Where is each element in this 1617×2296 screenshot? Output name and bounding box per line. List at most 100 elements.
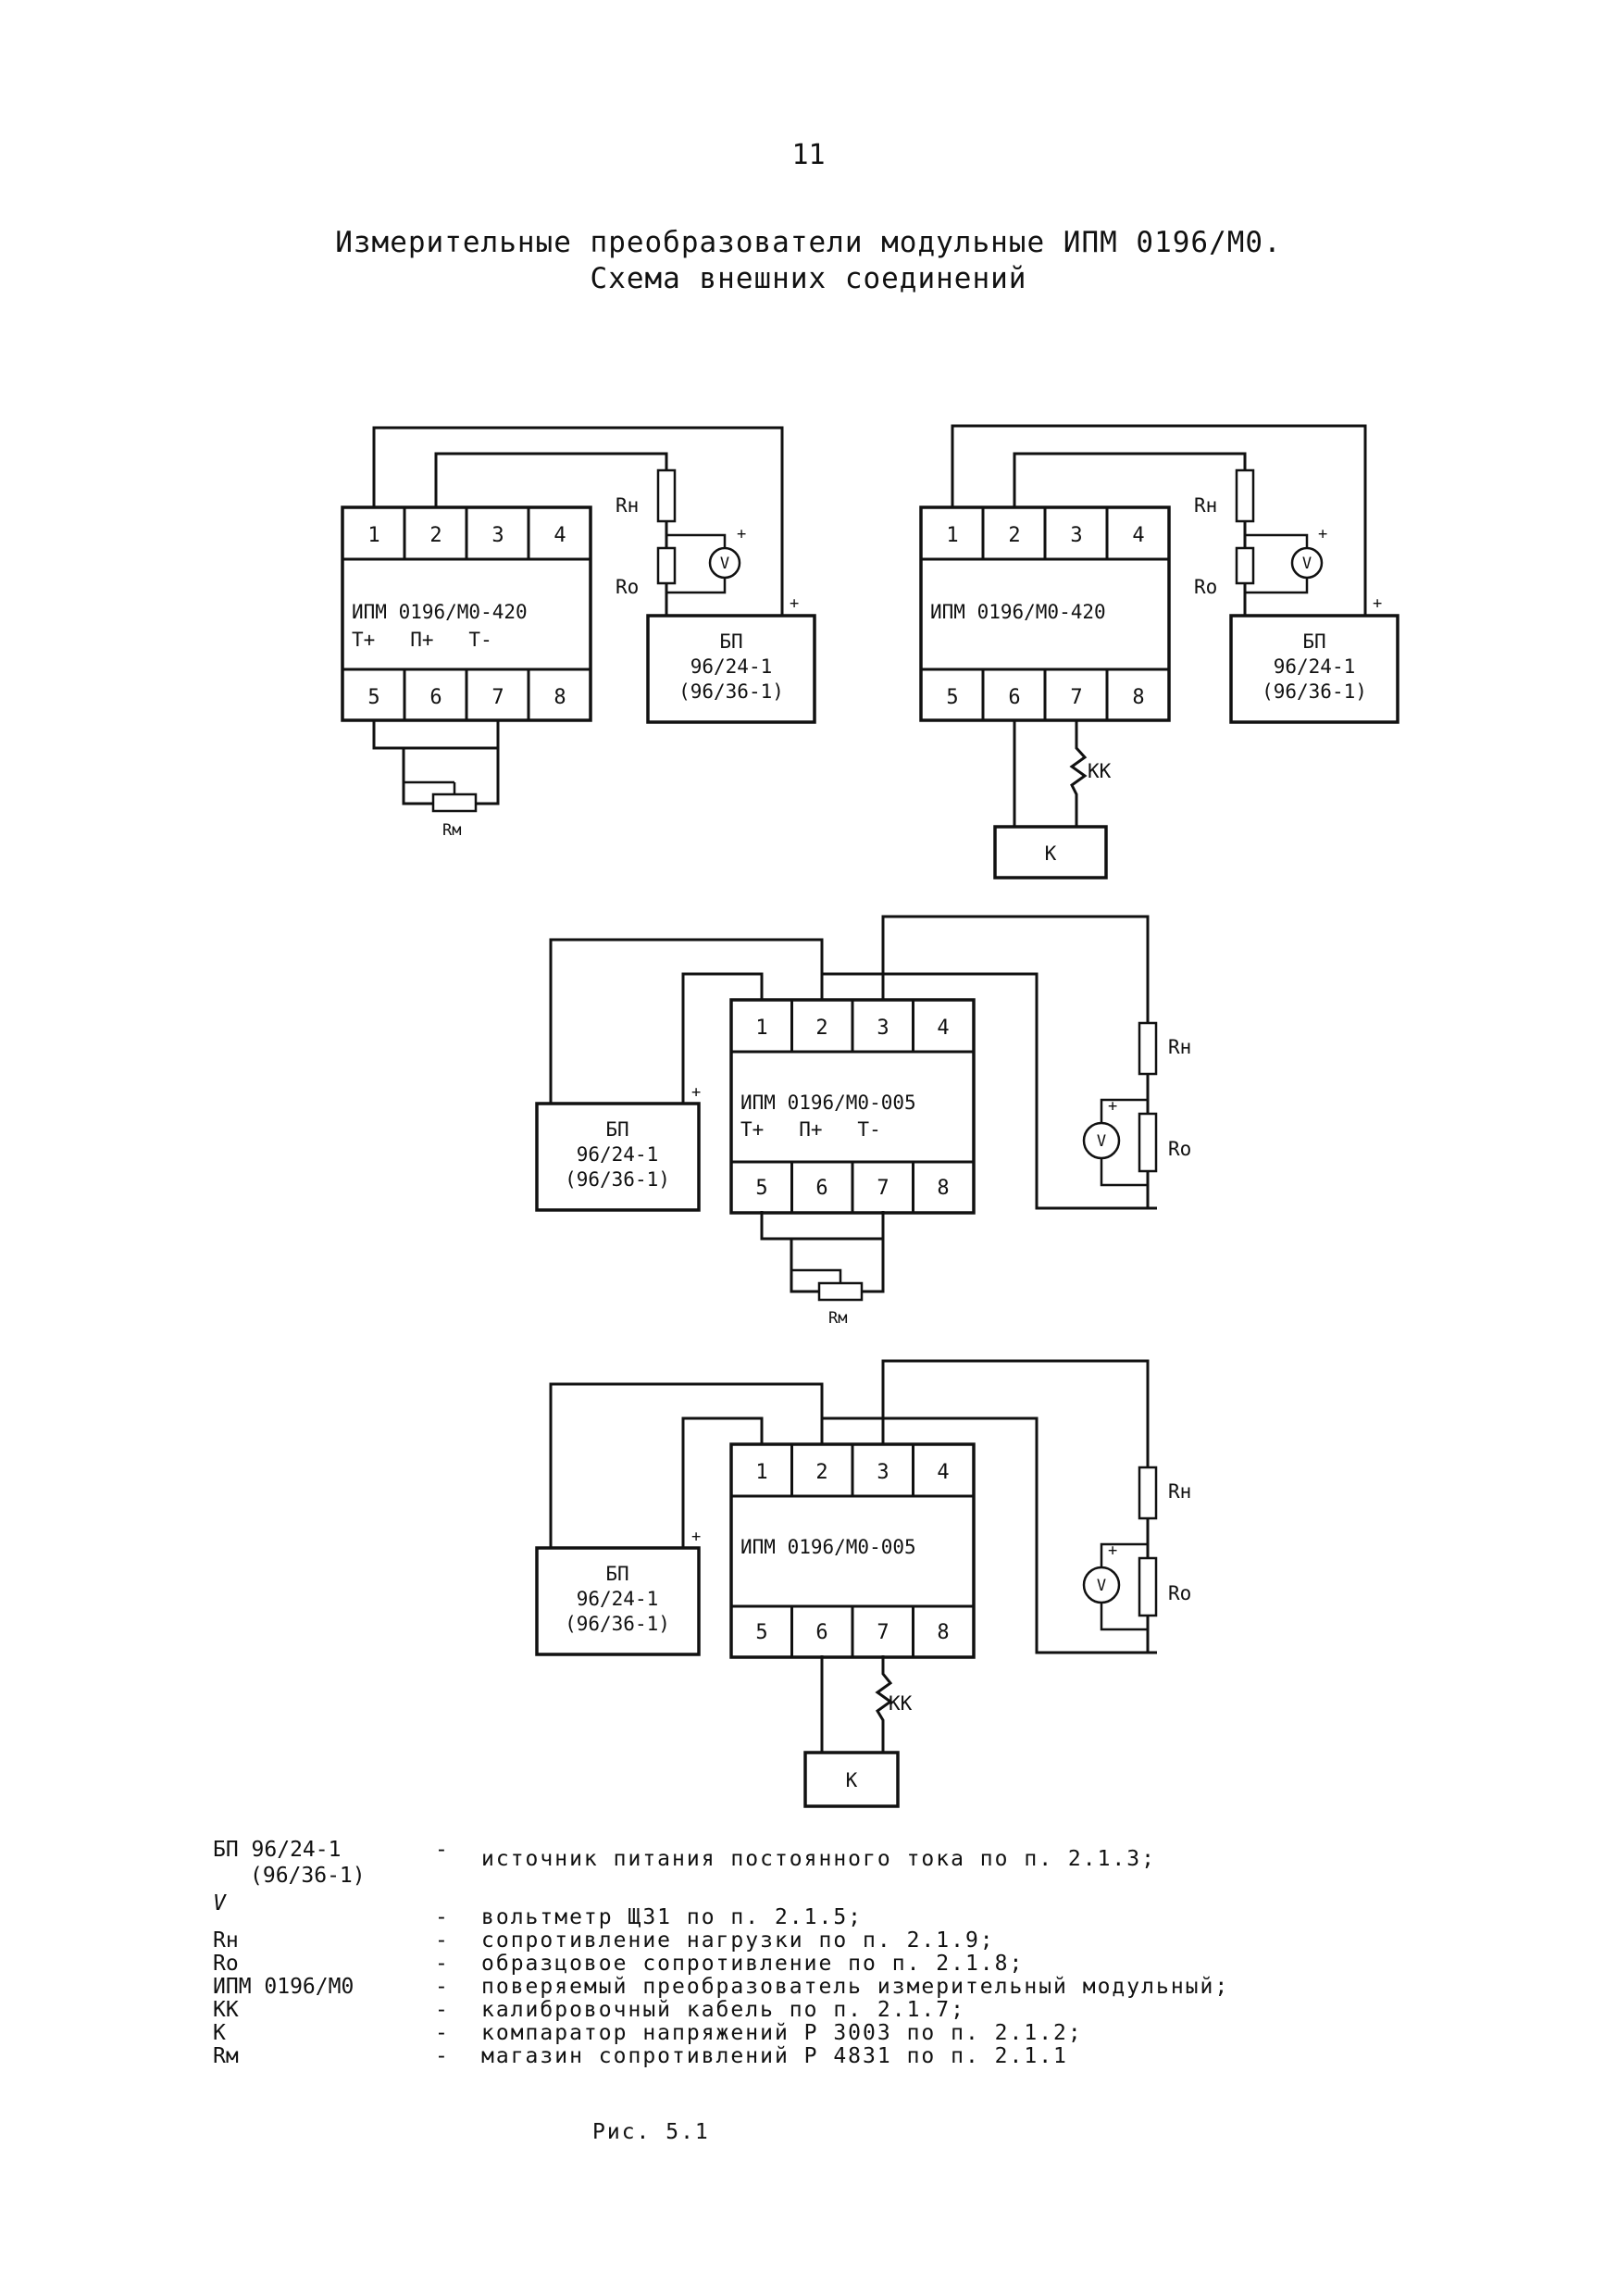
comparator xyxy=(993,825,1108,880)
ro-resistor xyxy=(1235,546,1255,585)
legend-desc: калибровочный кабель по п. 2.1.7; xyxy=(481,1998,965,2022)
voltmeter-symbol: V xyxy=(1097,1132,1106,1151)
ro-label: Rо xyxy=(1168,1138,1191,1160)
legend-dash: - xyxy=(435,2021,448,2045)
terminal-5: 5 xyxy=(755,1177,767,1200)
title-line-2: Схема внешних соединений xyxy=(590,262,1027,295)
terminal-6: 6 xyxy=(815,1177,827,1200)
power-supply xyxy=(1229,614,1399,724)
terminal-8: 8 xyxy=(937,1621,949,1644)
terminal-3: 3 xyxy=(877,1461,889,1484)
legend-term: Rм xyxy=(213,2044,239,2068)
terminal-7: 7 xyxy=(491,686,504,709)
psu-label: БП xyxy=(605,1563,628,1585)
legend-dash: - xyxy=(435,1998,448,2022)
voltmeter-symbol: V xyxy=(1302,555,1312,573)
rn-label: Rн xyxy=(1168,1036,1191,1058)
rm-label: Rм xyxy=(828,1309,847,1328)
terminal-2: 2 xyxy=(815,1461,827,1484)
legend-term: V xyxy=(213,1891,226,1915)
voltmeter-symbol: V xyxy=(1097,1577,1106,1595)
rm-resistor xyxy=(817,1281,864,1302)
diagram-3: 1 2 3 4 ИПМ 0196/М0-005 Т+ П+ Т- 5 6 7 8… xyxy=(535,915,1191,1328)
rm-label: Rм xyxy=(442,821,461,840)
comparator-label: К xyxy=(846,1769,858,1791)
terminal-6: 6 xyxy=(429,686,442,709)
legend-desc: источник питания постоянного тока по п. … xyxy=(481,1847,1156,1871)
terminal-1: 1 xyxy=(755,1017,767,1040)
terminal-3: 3 xyxy=(877,1017,889,1040)
psu-model-alt: (96/36-1) xyxy=(565,1168,670,1191)
terminal-4: 4 xyxy=(554,524,566,547)
diagram-2: 1 2 3 4 ИПМ 0196/М0-420 5 6 7 8 БП 96/24… xyxy=(919,424,1399,880)
legend-term: Rн xyxy=(213,1928,239,1953)
legend-desc: образцовое сопротивление по п. 2.1.8; xyxy=(481,1952,1025,1976)
terminal-5: 5 xyxy=(367,686,379,709)
legend-dash: - xyxy=(435,2044,448,2068)
terminal-7: 7 xyxy=(877,1177,889,1200)
psu-plus: + xyxy=(790,594,799,613)
terminal-8: 8 xyxy=(1132,686,1144,709)
terminal-marks: Т+ П+ Т- xyxy=(740,1118,881,1141)
legend-dash: - xyxy=(435,1838,448,1862)
rm-resistor xyxy=(431,792,478,813)
ro-label: Rо xyxy=(1194,576,1217,598)
rn-resistor xyxy=(1138,1021,1158,1076)
rn-resistor xyxy=(1138,1466,1158,1520)
power-supply xyxy=(535,1102,701,1212)
legend-desc: поверяемый преобразователь измерительный… xyxy=(481,1975,1230,1999)
voltmeter-plus: + xyxy=(737,525,746,543)
comparator-label: К xyxy=(1045,842,1057,865)
rn-label: Rн xyxy=(1194,494,1217,517)
module-name: ИПМ 0196/М0-420 xyxy=(930,601,1106,623)
legend-term: Rо xyxy=(213,1952,239,1976)
ro-label: Rо xyxy=(1168,1582,1191,1604)
legend-term: (96/36-1) xyxy=(250,1864,366,1888)
legend-desc: компаратор напряжений Р 3003 по п. 2.1.2… xyxy=(481,2021,1083,2045)
terminal-4: 4 xyxy=(1132,524,1144,547)
ro-label: Rо xyxy=(616,576,639,598)
voltmeter xyxy=(1290,546,1324,580)
psu-model: 96/24-1 xyxy=(1274,655,1356,678)
power-supply xyxy=(646,614,816,724)
diagram-4: 1 2 3 4 ИПМ 0196/М0-005 5 6 7 8 БП 96/24… xyxy=(535,1359,1191,1808)
psu-model: 96/24-1 xyxy=(577,1143,659,1166)
figure-caption: Рис. 5.1 xyxy=(592,2120,710,2144)
rn-resistor xyxy=(1235,468,1255,523)
rn-resistor xyxy=(656,468,677,523)
terminal-5: 5 xyxy=(946,686,958,709)
psu-model: 96/24-1 xyxy=(577,1588,659,1610)
legend-desc: вольтметр Щ31 по п. 2.1.5; xyxy=(481,1905,864,1929)
kk-label: КК xyxy=(889,1692,913,1715)
ro-resistor xyxy=(1138,1112,1158,1173)
title-line-1: Измерительные преобразователи модульные … xyxy=(335,226,1282,259)
voltmeter-plus: + xyxy=(1318,525,1327,543)
psu-model-alt: (96/36-1) xyxy=(1262,680,1367,703)
power-supply xyxy=(535,1546,701,1656)
voltmeter-plus: + xyxy=(1108,1097,1117,1116)
psu-label: БП xyxy=(605,1118,628,1141)
terminal-8: 8 xyxy=(937,1177,949,1200)
legend-term: ИПМ 0196/М0 xyxy=(213,1975,354,1999)
legend-dash: - xyxy=(435,1975,448,1999)
kk-label: КК xyxy=(1088,760,1112,782)
legend-desc: магазин сопротивлений Р 4831 по п. 2.1.1 xyxy=(481,2044,1068,2068)
ro-resistor xyxy=(1138,1556,1158,1617)
terminal-marks: Т+ П+ Т- xyxy=(352,629,492,651)
terminal-1: 1 xyxy=(367,524,379,547)
legend-dash: - xyxy=(435,1928,448,1953)
voltmeter xyxy=(708,546,741,580)
terminal-1: 1 xyxy=(946,524,958,547)
legend-dash: - xyxy=(435,1905,448,1929)
diagram-1: 1 2 3 4 ИПМ 0196/М0-420 Т+ П+ Т- 5 6 7 8… xyxy=(341,426,816,840)
legend-term: К xyxy=(213,2021,226,2045)
comparator xyxy=(803,1751,900,1808)
legend-term: БП 96/24-1 xyxy=(213,1838,342,1862)
voltmeter xyxy=(1082,1566,1121,1604)
rn-label: Rн xyxy=(616,494,639,517)
psu-model: 96/24-1 xyxy=(690,655,773,678)
terminal-2: 2 xyxy=(429,524,442,547)
psu-model-alt: (96/36-1) xyxy=(678,680,784,703)
terminal-1: 1 xyxy=(755,1461,767,1484)
